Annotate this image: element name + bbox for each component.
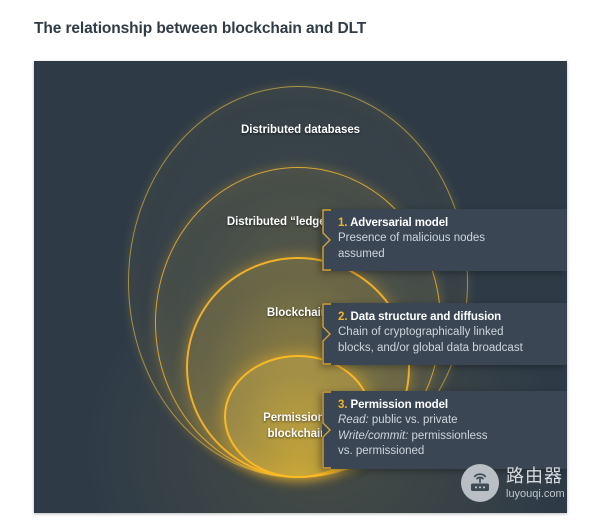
ring-label-blockchains: Blockchains [266, 307, 335, 319]
callout-notch-icon [322, 209, 331, 271]
callout-title: 2. Data structure and diffusion [338, 311, 555, 323]
callout-number: 1. [338, 217, 348, 229]
callout-body-line: Presence of malicious nodes [338, 232, 486, 244]
callout-body: Read: public vs. private Write/commit: p… [338, 413, 555, 460]
callout-permission-model: 3. Permission model Read: public vs. pri… [322, 391, 567, 469]
callout-title: 1. Adversarial model [338, 217, 555, 229]
watermark: 路由器 luyouqi.com [455, 453, 567, 513]
callout-data-structure-and-diffusion: 2. Data structure and diffusion Chain of… [322, 303, 567, 365]
callout-body-line: Read: public vs. private [338, 413, 555, 429]
page-title: The relationship between blockchain and … [34, 20, 367, 37]
callout-notch-icon [322, 303, 331, 365]
callout-heading: Data structure and diffusion [350, 311, 502, 323]
ring-label-distributed-databases: Distributed databases [240, 124, 361, 136]
callout-body: Presence of malicious nodes assumed [338, 231, 555, 262]
callout-body: Chain of cryptographically linked blocks… [338, 325, 555, 356]
watermark-brand: 路由器 [506, 465, 563, 486]
callout-heading: Permission model [350, 399, 449, 411]
diagram-panel: Distributed databases Distributed “ledge… [34, 61, 567, 513]
callout-body-text: public vs. private [368, 414, 458, 426]
callout-body-line: blocks, and/or global data broadcast [338, 341, 523, 354]
callout-adversarial-model: 1. Adversarial model Presence of malicio… [322, 209, 567, 271]
callout-body-line: Chain of cryptographically linked [338, 326, 504, 338]
watermark-domain: luyouqi.com [506, 487, 565, 500]
callout-heading: Adversarial model [350, 217, 449, 229]
callout-title: 3. Permission model [338, 399, 555, 411]
callout-body-text: permissionless [408, 429, 488, 442]
callout-body-line: vs. permissioned [338, 445, 425, 457]
callout-body-line: assumed [338, 247, 385, 260]
callout-body-line: Write/commit: permissionless [338, 429, 555, 445]
callout-number: 2. [338, 311, 348, 323]
callout-number: 3. [338, 399, 348, 411]
ring-label-permissioned-blockchains: Permissioned blockchains [263, 412, 338, 440]
router-icon [461, 464, 499, 502]
callout-notch-icon [322, 391, 331, 469]
watermark-text: 路由器 luyouqi.com [506, 467, 565, 500]
callout-emphasis: Write/commit: [338, 429, 409, 442]
callout-emphasis: Read: [338, 414, 369, 426]
